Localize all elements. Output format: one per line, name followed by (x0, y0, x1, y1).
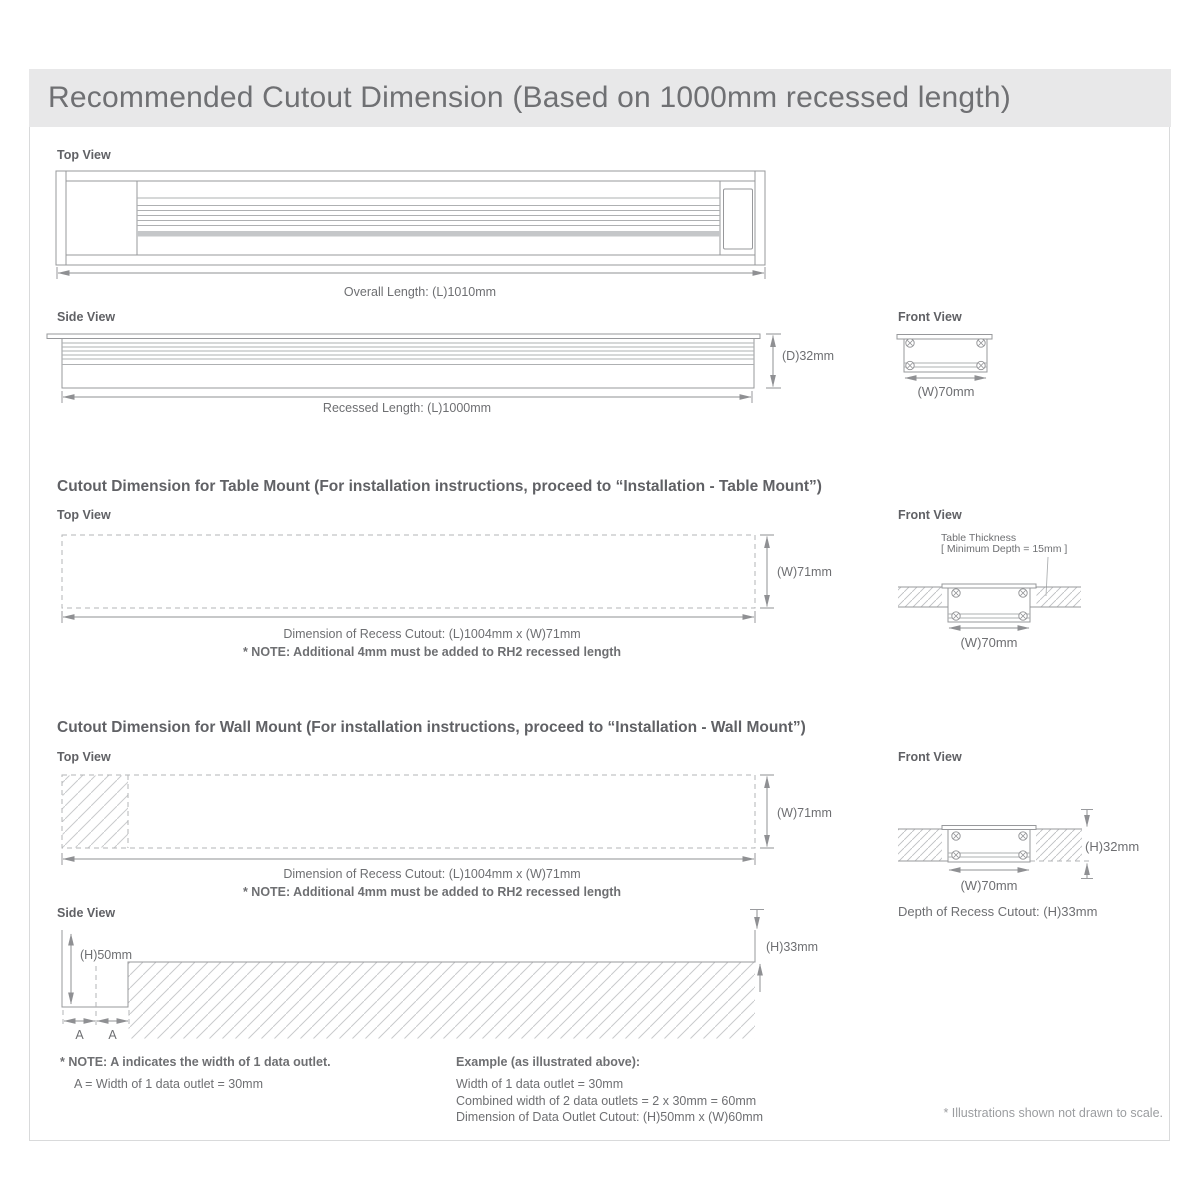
table-thickness-label-line1: Table Thickness (941, 532, 1017, 544)
outlet-depth-dimension: (H)50mm (80, 948, 133, 962)
wall-cutout-width-dimension: (W)71mm (777, 806, 832, 820)
wall-cutout-note: * NOTE: Additional 4mm must be added to … (242, 885, 622, 899)
scale-disclaimer: * Illustrations shown not drawn to scale… (943, 1106, 1163, 1120)
page-frame (29, 69, 1170, 1141)
wall-cutout-dimension-caption: Dimension of Recess Cutout: (L)1004mm x … (283, 867, 581, 881)
example-line-3: Dimension of Data Outlet Cutout: (H)50mm… (456, 1110, 764, 1124)
wall-front-height-dimension: (H)32mm (1085, 839, 1140, 854)
table-mount-heading: Cutout Dimension for Table Mount (For in… (57, 478, 822, 495)
table-cutout-dimension-caption: Dimension of Recess Cutout: (L)1004mm x … (283, 627, 581, 641)
title-bar: Recommended Cutout Dimension (Based on 1… (29, 69, 1171, 127)
outlet-width-a-label-1: A (75, 1028, 84, 1042)
outlet-width-a-label-2: A (108, 1028, 117, 1042)
overview-front-view-label: Front View (898, 310, 962, 324)
wall-mount-front-view-label: Front View (898, 750, 962, 764)
example-line-2: Combined width of 2 data outlets = 2 x 3… (456, 1094, 757, 1108)
table-front-width-dimension: (W)70mm (960, 635, 1018, 650)
wall-mount-side-view-label: Side View (57, 906, 116, 920)
overall-length-dimension: Overall Length: (L)1010mm (343, 285, 497, 299)
recessed-length-dimension: Recessed Length: (L)1000mm (322, 401, 492, 415)
depth-dimension: (D)32mm (782, 349, 835, 363)
example-heading: Example (as illustrated above): (456, 1055, 641, 1069)
recess-depth-dimension: (H)33mm (766, 940, 819, 954)
overview-front-width-dimension: (W)70mm (917, 384, 975, 399)
footnote-a: * NOTE: A indicates the width of 1 data … (60, 1055, 331, 1069)
table-cutout-width-dimension: (W)71mm (777, 565, 832, 579)
wall-front-width-dimension: (W)70mm (960, 878, 1018, 893)
overview-side-view-label: Side View (57, 310, 116, 324)
wall-mount-top-view-label: Top View (57, 750, 111, 764)
table-cutout-note: * NOTE: Additional 4mm must be added to … (242, 645, 622, 659)
footnote-a-detail: A = Width of 1 data outlet = 30mm (74, 1077, 263, 1091)
table-mount-top-view-label: Top View (57, 508, 111, 522)
table-mount-front-view-label: Front View (898, 508, 962, 522)
page-title: Recommended Cutout Dimension (Based on 1… (48, 81, 1011, 114)
wall-mount-heading: Cutout Dimension for Wall Mount (For ins… (57, 719, 806, 736)
table-thickness-label-line2: [ Minimum Depth = 15mm ] (941, 543, 1068, 555)
overview-top-view-label: Top View (57, 148, 111, 162)
wall-depth-caption: Depth of Recess Cutout: (H)33mm (898, 904, 1098, 919)
example-line-1: Width of 1 data outlet = 30mm (456, 1077, 624, 1091)
